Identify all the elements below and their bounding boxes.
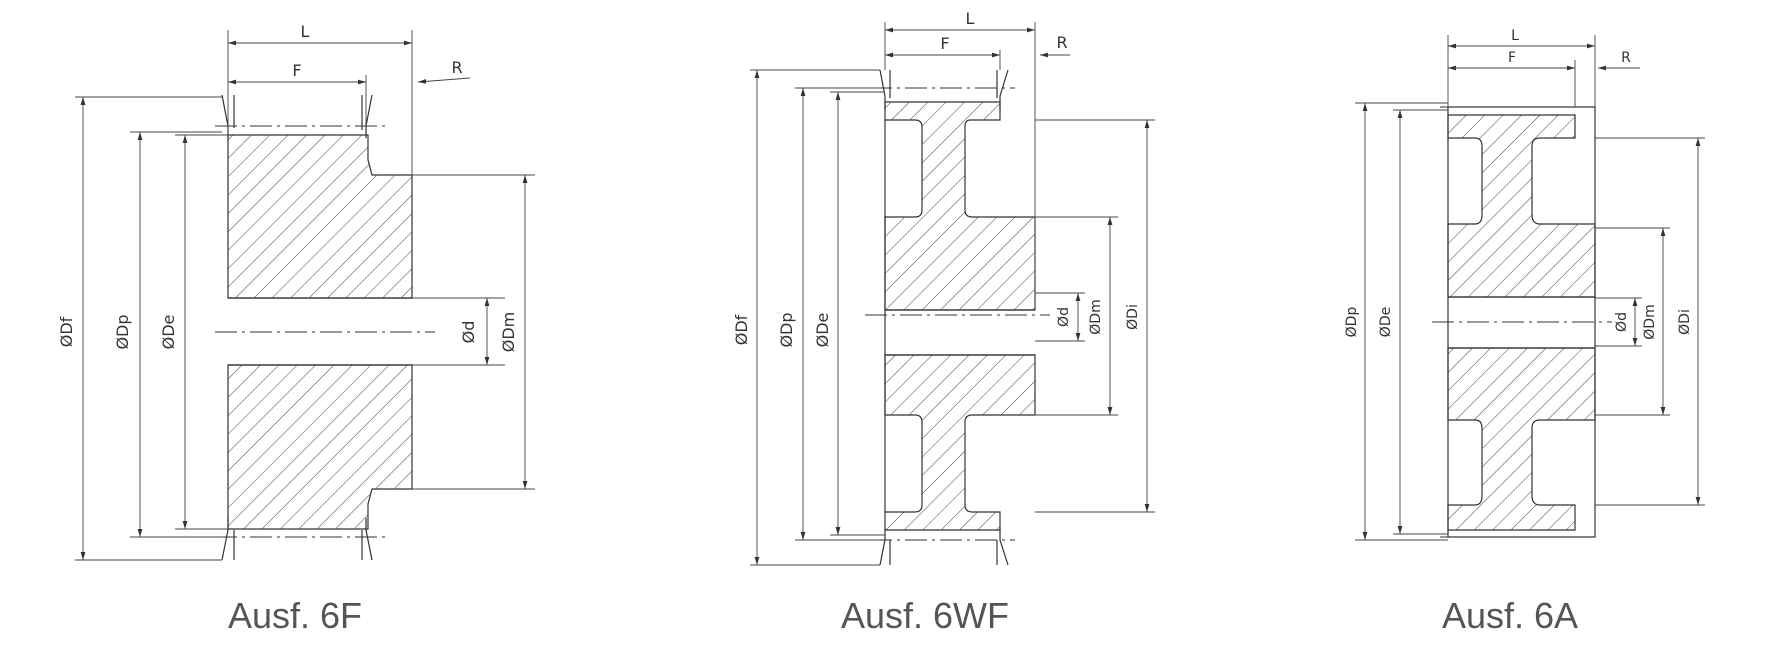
- flange-right-bottom: [361, 518, 373, 561]
- label-Df-6f: ØDf: [57, 316, 76, 347]
- label-Di-6wf: ØDi: [1125, 304, 1141, 330]
- label-Dm-6wf: ØDm: [1088, 299, 1104, 334]
- label-L-6a: L: [1511, 28, 1519, 44]
- label-R-6f: R: [451, 58, 462, 77]
- label-L-6f: L: [301, 22, 310, 41]
- label-De-6wf: ØDe: [813, 313, 832, 348]
- label-Dp-6a: ØDp: [1344, 307, 1360, 338]
- figure-6f: L F R ØDf ØDp ØDe Ød ØDm Ausf. 6F: [57, 22, 535, 636]
- label-F-6a: F: [1508, 50, 1516, 66]
- label-Dm-6f: ØDm: [499, 312, 518, 353]
- label-d-6a: Ød: [1614, 312, 1630, 332]
- dim-R-6f: [417, 77, 471, 84]
- figure-6a: L F R ØDp ØDe Ød ØDm ØDi Ausf. 6A: [1344, 28, 1705, 636]
- label-Dp-6f: ØDp: [113, 314, 132, 349]
- flange-left-bottom: [221, 518, 235, 561]
- flange-right-top: [361, 94, 373, 138]
- label-L-6wf: L: [966, 9, 975, 28]
- label-R-6wf: R: [1056, 33, 1067, 52]
- label-F-6f: F: [292, 61, 301, 80]
- label-De-6f: ØDe: [159, 315, 178, 350]
- caption-6f: Ausf. 6F: [228, 595, 362, 636]
- label-Dm-6a: ØDm: [1642, 304, 1658, 339]
- label-F-6wf: F: [940, 34, 949, 53]
- pulley-section-6wf: [884, 101, 1036, 531]
- label-Dp-6wf: ØDp: [777, 312, 796, 347]
- caption-6a: Ausf. 6A: [1442, 595, 1578, 636]
- label-d-6wf: Ød: [1056, 307, 1072, 327]
- label-R-6a: R: [1621, 50, 1631, 66]
- label-De-6a: ØDe: [1378, 307, 1394, 337]
- figure-6wf: L F R ØDf ØDp ØDe Ød ØDm ØDi Ausf. 6WF: [732, 9, 1155, 636]
- label-Di-6a: ØDi: [1677, 309, 1693, 335]
- label-d-6f: Ød: [459, 321, 478, 344]
- label-Df-6wf: ØDf: [732, 314, 751, 345]
- caption-6wf: Ausf. 6WF: [841, 595, 1009, 636]
